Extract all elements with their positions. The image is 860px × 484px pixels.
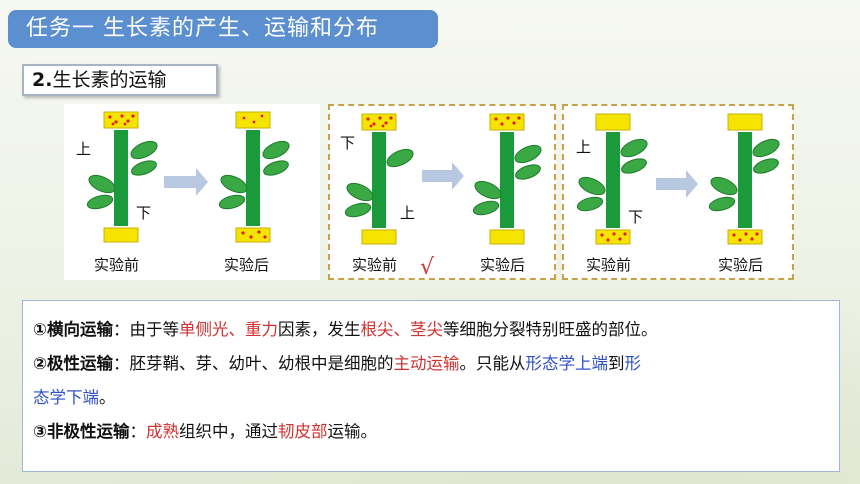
check-mark: √ bbox=[420, 255, 435, 280]
caption-before-2: 实验前 bbox=[352, 256, 397, 274]
label-up: 上 bbox=[76, 140, 91, 158]
arrow-icon bbox=[656, 170, 698, 198]
term-lateral: ①横向运输 bbox=[33, 320, 113, 339]
term-polar: ②极性运输 bbox=[33, 354, 113, 373]
label-down: 下 bbox=[136, 204, 151, 222]
term-nonpolar: ③非极性运输 bbox=[33, 422, 130, 441]
polar-transport-line-cont: 态学下端。 bbox=[33, 388, 116, 407]
stem-segment-after bbox=[246, 130, 260, 226]
lateral-transport-line: ①横向运输：由于等单侧光、重力因素，发生根尖、茎尖等细胞分裂特别旺盛的部位。 bbox=[33, 320, 658, 339]
page-title: 任务一 生长素的产生、运输和分布 bbox=[8, 10, 438, 48]
agar-block-receiver-after bbox=[235, 227, 271, 243]
caption-before-3: 实验前 bbox=[586, 256, 631, 274]
label-up-3: 上 bbox=[576, 138, 591, 156]
section-heading-text: 生长素的运输 bbox=[52, 69, 167, 91]
experiment-figure-2: 下 上 实验前 √ 实验后 bbox=[328, 104, 556, 280]
section-heading: 2.生长素的运输 bbox=[22, 64, 218, 96]
label-up-2: 上 bbox=[400, 204, 415, 222]
polar-transport-line: ②极性运输：胚芽鞘、芽、幼叶、幼根中是细胞的主动运输。只能从形态学上端到形 bbox=[33, 354, 641, 373]
label-down-2: 下 bbox=[340, 134, 355, 152]
label-down-3: 下 bbox=[628, 208, 643, 226]
arrow-icon bbox=[422, 162, 464, 190]
caption-after: 实验后 bbox=[224, 256, 269, 274]
experiment-figure-3: 上 下 实验前 实验后 bbox=[562, 104, 794, 280]
caption-after-3: 实验后 bbox=[718, 256, 763, 274]
agar-block-receiver bbox=[103, 227, 139, 243]
explanation-box: ①横向运输：由于等单侧光、重力因素，发生根尖、茎尖等细胞分裂特别旺盛的部位。 ②… bbox=[22, 300, 840, 472]
nonpolar-transport-line: ③非极性运输：成熟组织中，通过韧皮部运输。 bbox=[33, 422, 377, 441]
leaves bbox=[86, 140, 158, 210]
caption-before: 实验前 bbox=[94, 256, 139, 274]
agar-block-donor bbox=[103, 111, 139, 129]
arrow-icon bbox=[164, 168, 208, 196]
stem-segment bbox=[114, 130, 128, 226]
section-number: 2. bbox=[32, 69, 53, 91]
auxin-dots bbox=[108, 114, 135, 126]
caption-after-2: 实验后 bbox=[480, 256, 525, 274]
agar-block-donor-after bbox=[235, 111, 271, 129]
experiment-figure-1: 上 下 实验前 实验后 bbox=[64, 104, 320, 280]
